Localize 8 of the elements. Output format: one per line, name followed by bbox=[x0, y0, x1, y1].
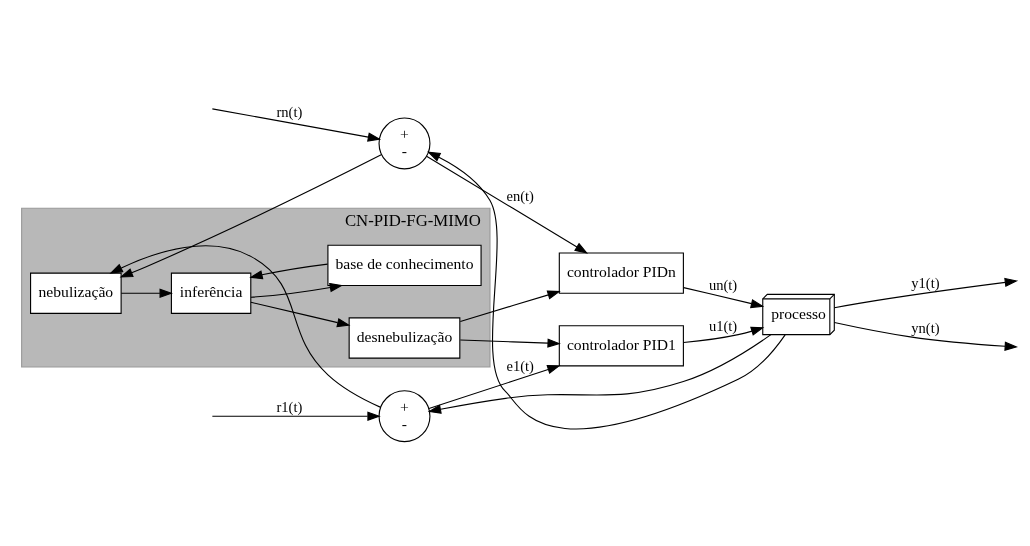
edge-label: r1(t) bbox=[276, 398, 303, 415]
edge-label: e1(t) bbox=[506, 357, 534, 374]
edge-label: un(t) bbox=[708, 276, 738, 293]
edge-label: u1(t) bbox=[708, 317, 738, 334]
edge-label: yn(t) bbox=[911, 319, 940, 336]
edge-label: rn(t) bbox=[276, 103, 303, 120]
edge-label: y1(t) bbox=[911, 274, 940, 291]
edge-label: en(t) bbox=[506, 187, 534, 204]
